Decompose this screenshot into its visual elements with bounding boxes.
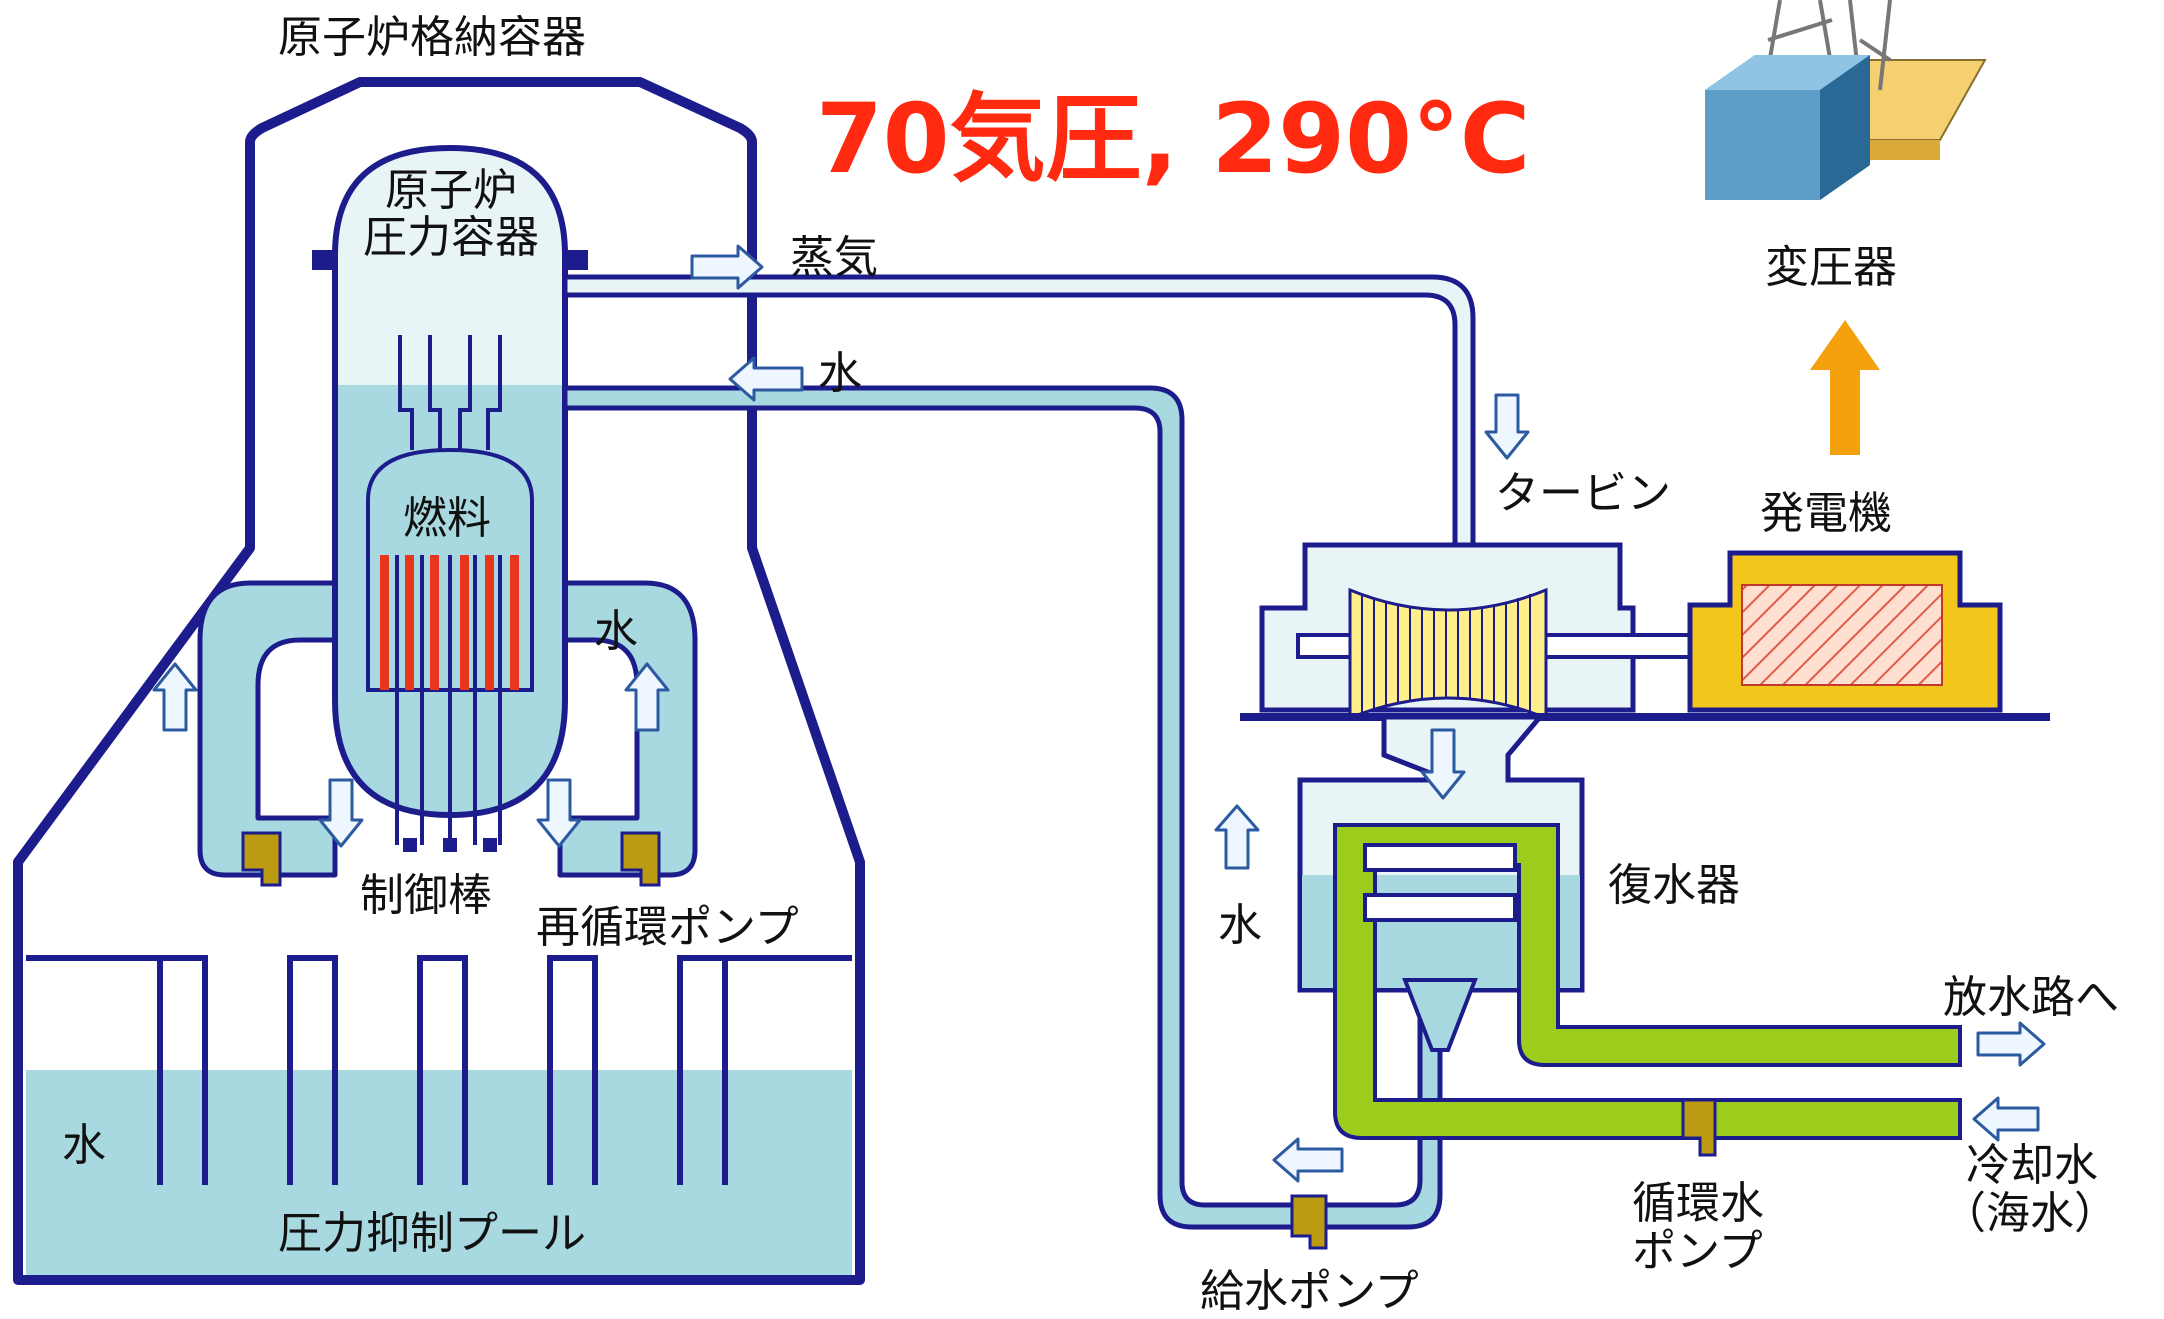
cooling-water-label-line1: 冷却水	[1966, 1140, 2098, 1191]
downcomer-left-arrow-icon	[318, 778, 364, 848]
turbine-exhaust-arrow-icon	[1420, 728, 1466, 800]
downcomer-right-arrow-icon	[536, 778, 582, 848]
containment-label: 原子炉格納容器	[278, 12, 586, 63]
recirculation-loops	[197, 580, 698, 878]
feed-pump-label: 給水ポンプ	[1200, 1266, 1419, 1317]
generator-label: 発電機	[1760, 488, 1892, 539]
steam-down-arrow-icon	[1484, 393, 1530, 460]
control-rod-drives	[395, 555, 502, 845]
cooling-water-coil	[1333, 823, 1962, 1157]
steam-label: 蒸気	[790, 232, 878, 283]
discharge-label: 放水路へ	[1943, 972, 2119, 1023]
flange-right	[564, 250, 588, 270]
generator	[1687, 550, 2003, 713]
transformer-label: 変圧器	[1765, 242, 1897, 293]
suppression-pool-label: 圧力抑制プール	[278, 1208, 586, 1259]
feed-pump-icon	[1290, 1194, 1328, 1250]
seawater-in-arrow-icon	[1972, 1096, 2040, 1142]
operating-conditions-headline: 70気圧, 290°C	[816, 83, 1530, 195]
power-output-arrow	[1810, 320, 1880, 455]
fuel-rods	[380, 555, 519, 690]
feedwater-up-arrow-icon	[1214, 804, 1260, 870]
flow-arrows	[152, 244, 2046, 1183]
recirc-water-label: 水	[594, 606, 638, 657]
transformer-icon	[1705, 0, 1987, 200]
turbine-label: タービン	[1495, 468, 1671, 519]
steam-out-arrow-icon	[690, 244, 764, 290]
water-return-label: 水	[818, 348, 862, 399]
turbine	[1259, 542, 1765, 721]
circulation-pump-icon	[1681, 1098, 1717, 1157]
recirc-pump-label: 再循環ポンプ	[536, 902, 799, 953]
discharge-arrow-icon	[1976, 1021, 2046, 1067]
circulation-pump-label-line1: 循環水	[1632, 1178, 1764, 1229]
control-rods-label: 制御棒	[360, 870, 492, 921]
fuel-label: 燃料	[403, 493, 491, 544]
pool-water-label: 水	[62, 1120, 106, 1171]
steam-line	[562, 274, 1476, 548]
flange-left	[312, 250, 336, 270]
suppression-pool	[26, 955, 852, 1275]
cooling-water-label-line2: （海水）	[1942, 1188, 2118, 1239]
feedwater-label: 水	[1218, 900, 1262, 951]
rpv-label-line2: 圧力容器	[363, 212, 539, 263]
recirc-up-right-arrow-icon	[624, 662, 670, 732]
reactor-pressure-vessel	[312, 144, 588, 852]
condenser-label: 復水器	[1608, 860, 1740, 911]
recirc-up-left-arrow-icon	[152, 662, 198, 732]
recirculation-pump-right	[620, 831, 661, 887]
recirculation-pump-left	[241, 831, 282, 887]
water-in-arrow-icon	[728, 356, 804, 402]
feed-pump-arrow-icon	[1272, 1137, 1344, 1183]
circulation-pump-label-line2: ポンプ	[1632, 1226, 1763, 1277]
rpv-label-line1: 原子炉	[385, 165, 517, 216]
